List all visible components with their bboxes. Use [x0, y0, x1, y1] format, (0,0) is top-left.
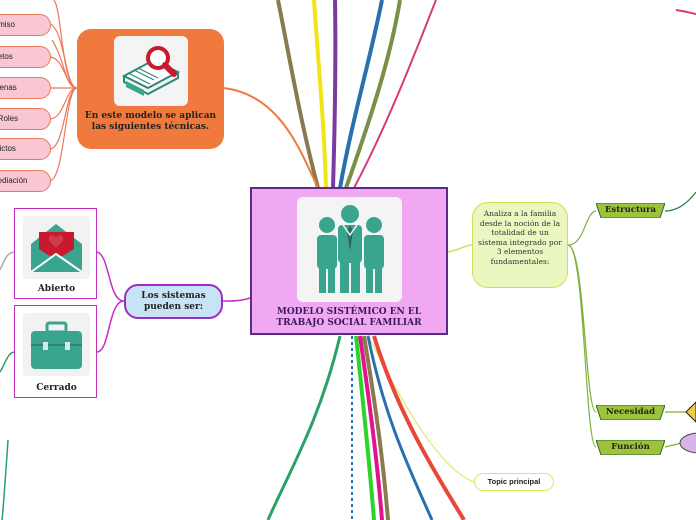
systems-label: Los sistemas pueden ser: [141, 291, 206, 312]
bracket-line [0, 251, 16, 271]
technique-pill[interactable]: nflictos [0, 138, 51, 160]
technique-pill[interactable]: Mediación [0, 170, 51, 192]
bracket-line [96, 251, 125, 353]
bracket-line [0, 351, 16, 373]
topic-node[interactable]: Topic principal [474, 473, 554, 491]
technique-label: esenas [0, 83, 17, 92]
technique-pill[interactable]: e Roles [0, 108, 51, 130]
branch-line [372, 335, 466, 520]
branch-line [1, 439, 9, 520]
element-label: Necesidad [605, 407, 656, 417]
branch-line [223, 87, 319, 189]
open-system-label: Abierto [37, 284, 76, 294]
bracket-line [567, 210, 597, 448]
branch-line [664, 191, 696, 212]
analysis-label: Analiza a la familia desde la noción de … [478, 209, 562, 266]
element-function[interactable]: Función [596, 440, 665, 455]
people-group-icon [297, 197, 402, 302]
technique-label: cretos [0, 52, 13, 61]
techniques-node[interactable]: En este modelo se aplican las siguientes… [77, 29, 224, 149]
technique-pill[interactable]: romiso [0, 14, 51, 36]
branch-line [266, 335, 342, 520]
technique-label: e Roles [0, 114, 19, 123]
systems-node[interactable]: Los sistemas pueden ser: [124, 284, 223, 319]
diamond-shape [685, 401, 696, 423]
element-need[interactable]: Necesidad [596, 405, 665, 420]
branch-line [362, 335, 390, 520]
branch-line [276, 0, 320, 189]
central-topic[interactable]: MODELO SISTÉMICO EN EL TRABAJO SOCIAL FA… [250, 187, 448, 335]
closed-system-label: Cerrado [36, 383, 77, 393]
branch-line [312, 0, 328, 189]
technique-pill[interactable]: cretos [0, 46, 51, 68]
technique-label: Mediación [0, 176, 28, 185]
open-envelope-icon [23, 216, 90, 279]
book-magnifier-icon [114, 36, 188, 106]
branch-line [353, 0, 437, 189]
bracket-line [49, 23, 78, 182]
branch-line [358, 335, 384, 520]
central-label: MODELO SISTÉMICO EN EL TRABAJO SOCIAL FA… [276, 307, 422, 328]
branch-line [344, 0, 402, 189]
branch-line [664, 442, 683, 448]
analysis-node[interactable]: Analiza a la familia desde la noción de … [472, 202, 568, 288]
open-system-card[interactable]: Abierto [14, 208, 97, 299]
closed-system-card[interactable]: Cerrado [14, 305, 97, 398]
element-structure[interactable]: Estructura [596, 203, 665, 218]
branch-line [222, 297, 251, 302]
element-label: Función [611, 442, 650, 452]
technique-label: romiso [0, 20, 16, 29]
topic-label: Topic principal [487, 477, 541, 486]
techniques-label: En este modelo se aplican las siguientes… [84, 111, 217, 132]
branch-line [447, 244, 473, 253]
briefcase-icon [23, 313, 90, 376]
branch-line [354, 335, 376, 520]
element-label: Estructura [604, 205, 657, 215]
branch-line [366, 335, 434, 520]
bracket-line [51, 0, 78, 89]
technique-pill[interactable]: esenas [0, 77, 51, 99]
branch-line [331, 0, 338, 189]
branch-line [338, 0, 384, 189]
technique-label: nflictos [0, 144, 16, 153]
bubble-shape [679, 432, 696, 454]
partial-shape [675, 9, 696, 15]
